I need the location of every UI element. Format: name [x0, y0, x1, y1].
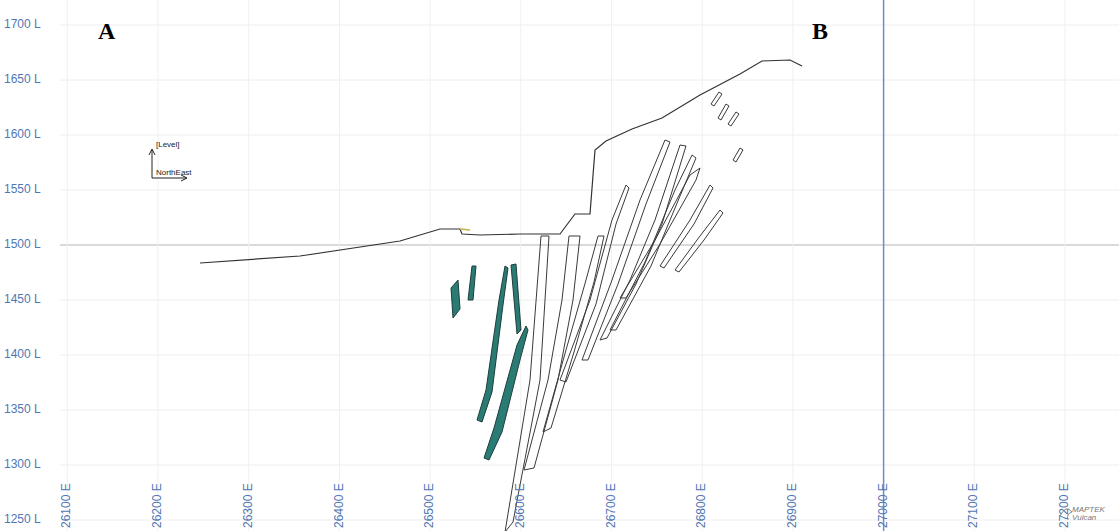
- section-end-label: A: [98, 18, 115, 46]
- grid-line: [60, 25, 1119, 26]
- level-label: 1300 L: [4, 458, 41, 472]
- grid-line: [67, 0, 68, 531]
- level-label: 1250 L: [4, 513, 41, 527]
- grid-line: [520, 0, 521, 531]
- level-label: 1550 L: [4, 183, 41, 197]
- grid-lines: [60, 0, 1119, 531]
- easting-label: 26200 E: [151, 483, 165, 528]
- level-label: 1400 L: [4, 348, 41, 362]
- easting-label: 27100 E: [967, 483, 981, 528]
- grid-line: [1065, 0, 1066, 531]
- section-end-label: B: [812, 18, 828, 46]
- grid-line: [60, 80, 1119, 81]
- surface-mark: [460, 229, 470, 230]
- easting-label: 26900 E: [786, 483, 800, 528]
- easting-label: 26400 E: [333, 483, 347, 528]
- easting-label: 26100 E: [60, 483, 74, 528]
- grid-line: [60, 190, 1119, 191]
- ore-lenses: [451, 264, 528, 460]
- grid-line: [883, 0, 885, 531]
- easting-label: 26500 E: [423, 483, 437, 528]
- grid-line: [60, 410, 1119, 411]
- easting-label: 26600 E: [514, 483, 528, 528]
- easting-label: 27000 E: [877, 483, 891, 528]
- easting-label: 26800 E: [695, 483, 709, 528]
- grid-line: [974, 0, 975, 531]
- grid-line: [60, 245, 1119, 246]
- axis-key-label: NorthEast: [156, 168, 192, 177]
- level-label: 1700 L: [4, 18, 41, 32]
- easting-label: 26300 E: [242, 483, 256, 528]
- grid-line: [158, 0, 159, 531]
- grid-line: [611, 0, 612, 531]
- grid-line: [60, 520, 1119, 521]
- level-label: 1600 L: [4, 128, 41, 142]
- grid-line: [248, 0, 249, 531]
- grid-line: [60, 465, 1119, 466]
- grid-line: [60, 135, 1119, 136]
- topography-line: [200, 60, 802, 263]
- level-label: 1500 L: [4, 238, 41, 252]
- level-label: 1650 L: [4, 73, 41, 87]
- level-label: 1350 L: [4, 403, 41, 417]
- grid-line: [702, 0, 703, 531]
- grid-line: [339, 0, 340, 531]
- grid-line: [792, 0, 793, 531]
- watermark: MAPTEK Vulcan: [1072, 506, 1116, 523]
- easting-label: 26700 E: [605, 483, 619, 528]
- ore-outlines: [505, 92, 743, 531]
- easting-label: 27200 E: [1058, 483, 1072, 528]
- grid-line: [430, 0, 431, 531]
- axis-key-label: [Level]: [156, 140, 180, 149]
- level-label: 1450 L: [4, 293, 41, 307]
